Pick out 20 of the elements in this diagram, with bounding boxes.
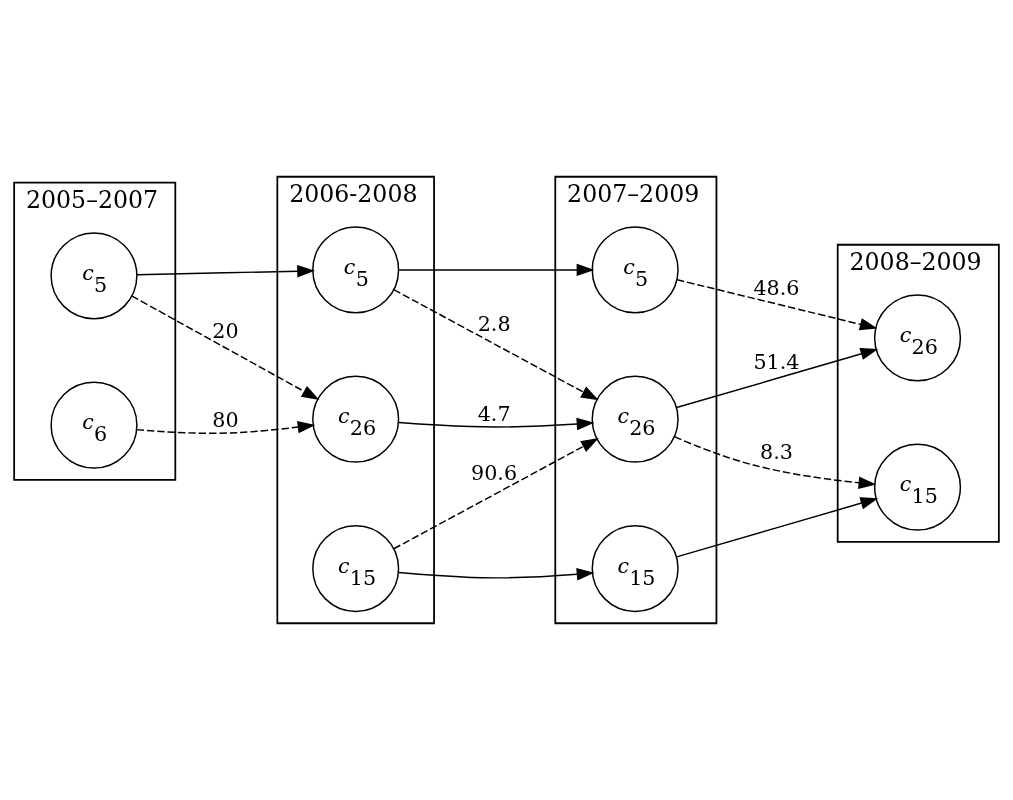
arrow <box>135 420 316 435</box>
edge-label: 4.7 <box>477 402 511 426</box>
arrow <box>676 279 878 331</box>
arrow <box>675 347 879 409</box>
arrow <box>393 438 599 550</box>
edge-label: 90.6 <box>471 461 518 486</box>
arrow <box>131 295 320 400</box>
edge-label: 51.4 <box>753 350 800 375</box>
edge-label: 8.3 <box>760 440 793 465</box>
edge-label: 80 <box>212 407 239 432</box>
arrow <box>393 289 599 401</box>
edge-label: 20 <box>212 319 239 344</box>
arrow <box>674 436 877 489</box>
edge-label: 2.8 <box>477 311 511 336</box>
arrow <box>398 568 595 581</box>
edge-label: 48.6 <box>753 276 800 301</box>
arrow <box>136 264 315 278</box>
arrow <box>398 417 595 431</box>
arrow <box>675 497 879 558</box>
arrow <box>398 263 595 277</box>
